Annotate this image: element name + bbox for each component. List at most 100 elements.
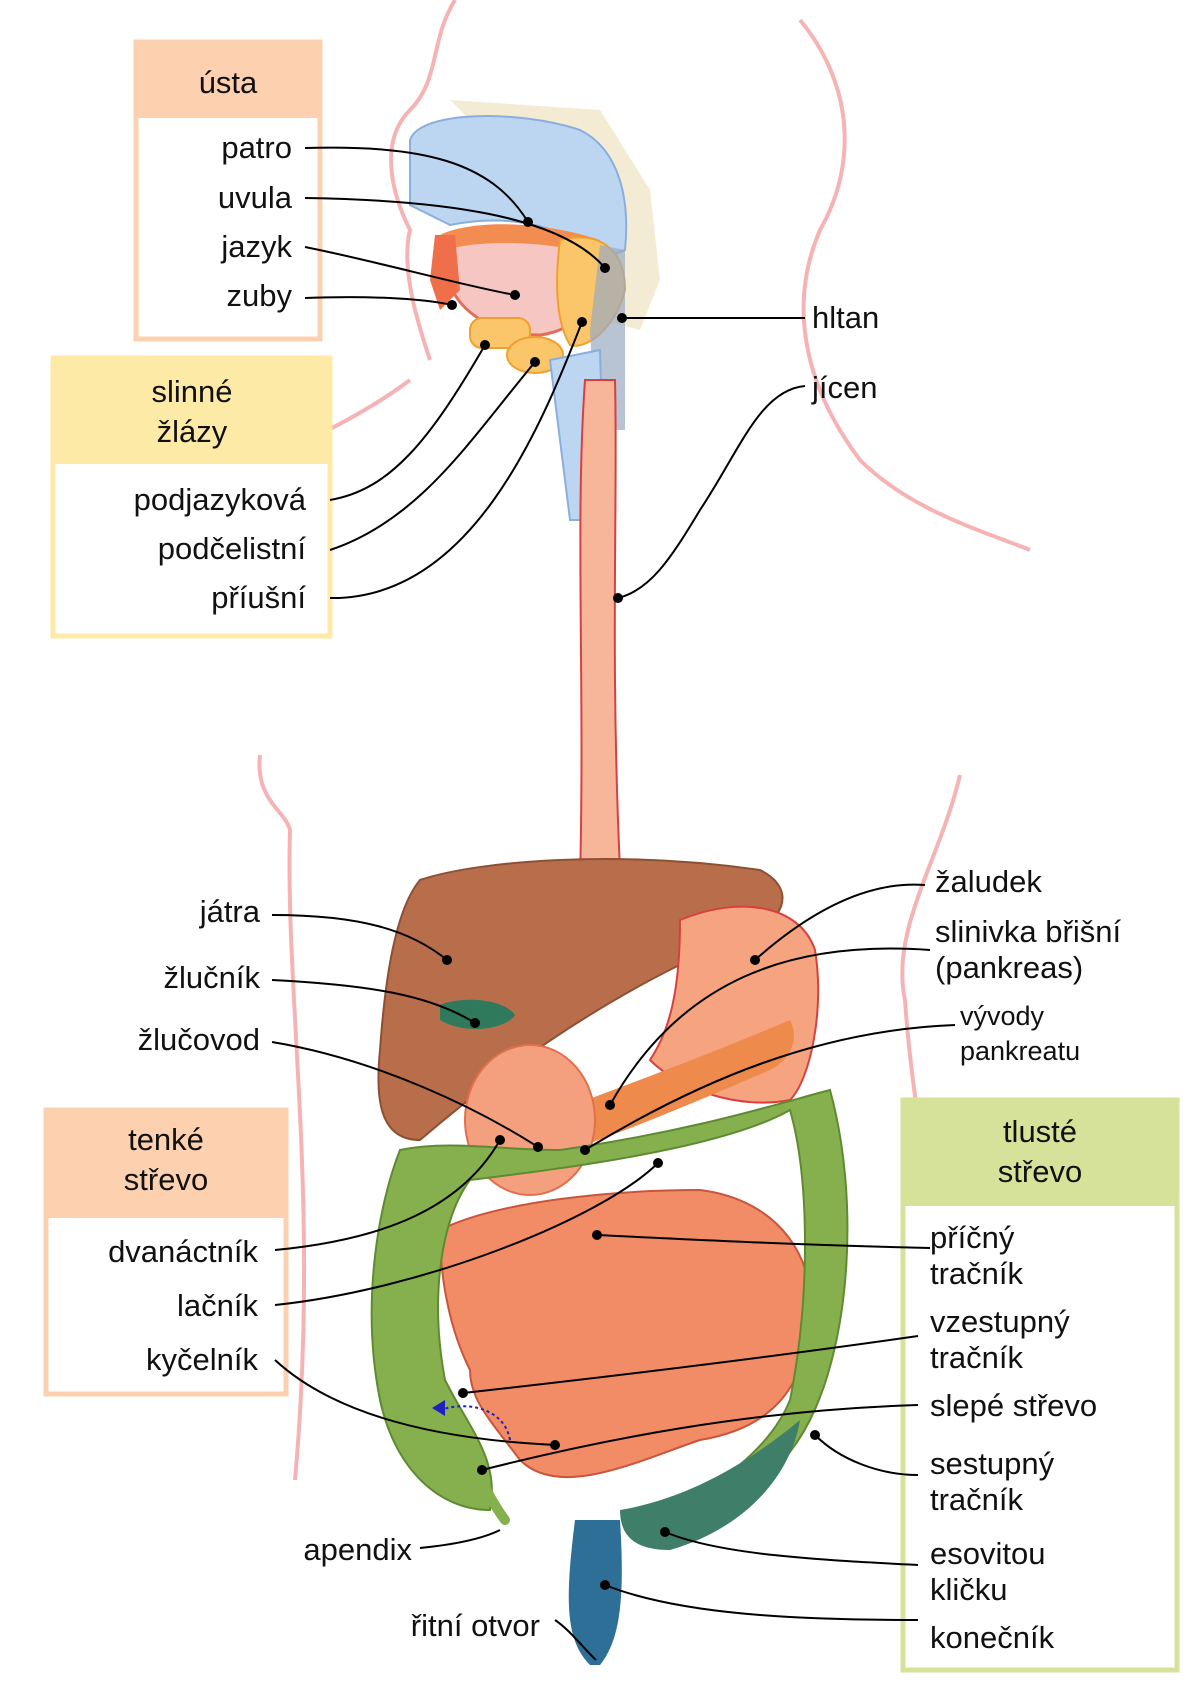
gallbladder xyxy=(440,999,515,1030)
group-title-line2: střevo xyxy=(124,1162,208,1197)
leader-jatra xyxy=(271,914,448,961)
submandibular-gland xyxy=(506,336,564,374)
group-usta: ústa xyxy=(133,39,323,342)
leader-dot-zaludek xyxy=(750,955,760,965)
esophagus xyxy=(578,379,622,882)
label-vyvody-2: pankreatu xyxy=(960,1036,1080,1066)
leader-uvula xyxy=(304,197,606,269)
label-konecnik: konečník xyxy=(930,1620,1055,1655)
label-pricny-2: tračník xyxy=(930,1256,1024,1291)
group-tenke: tenké střevo xyxy=(43,1107,289,1397)
label-vyvody-1: vývody xyxy=(960,1001,1045,1031)
label-esovitou-2: kličku xyxy=(930,1572,1008,1607)
label-jazyk: jazyk xyxy=(220,229,292,264)
leader-pricny xyxy=(596,1234,931,1249)
leader-dot-hltan xyxy=(617,313,627,323)
rectum xyxy=(568,1520,622,1665)
label-jicen: jícen xyxy=(811,370,877,405)
label-esovitou-1: esovitou xyxy=(930,1536,1045,1571)
group-title-line2: střevo xyxy=(998,1154,1082,1189)
label-uvula: uvula xyxy=(218,180,293,215)
label-sestupny-1: sestupný xyxy=(930,1446,1055,1481)
group-box-header xyxy=(136,42,320,118)
leader-dot-esovitou xyxy=(660,1527,670,1537)
label-sestupny-2: tračník xyxy=(930,1482,1024,1517)
leader-dot-slinivka xyxy=(605,1100,615,1110)
group-tluste: tlusté střevo xyxy=(900,1097,1180,1673)
leader-dot-podcelistni xyxy=(530,357,540,367)
group-title-line1: tenké xyxy=(128,1122,204,1157)
leader-dot-dvanactnik xyxy=(495,1135,505,1145)
label-slinivka-2: (pankreas) xyxy=(935,950,1083,985)
leader-dot-lacnik xyxy=(653,1158,663,1168)
leader-slepe xyxy=(481,1404,919,1471)
label-jatra: játra xyxy=(199,894,261,929)
leader-podjazykova xyxy=(329,344,486,501)
leader-dot-slepe xyxy=(477,1465,487,1475)
leader-dot-jicen xyxy=(613,593,623,603)
leader-dot-uvula xyxy=(600,263,610,273)
leader-dot-pricny xyxy=(592,1230,602,1240)
palate xyxy=(409,115,628,262)
leader-dot-zuby xyxy=(447,300,457,310)
group-box-header xyxy=(53,358,330,464)
leader-dot-vzestupny xyxy=(458,1388,468,1398)
label-zlucnik: žlučník xyxy=(164,960,261,995)
leader-lacnik xyxy=(274,1162,659,1306)
sigmoid-colon xyxy=(620,1420,800,1550)
label-kycelnik: kyčelník xyxy=(146,1342,258,1377)
appendix xyxy=(450,1415,510,1525)
upper-mouth-orange xyxy=(440,224,600,255)
group-title-line1: tlusté xyxy=(1003,1114,1077,1149)
leader-ritni xyxy=(554,1619,597,1661)
head-anatomy xyxy=(409,100,660,521)
leader-vyvody xyxy=(584,1024,956,1151)
leader-dot-podjazykova xyxy=(480,340,490,350)
ileocecal-arrow xyxy=(439,1405,511,1441)
leader-dot-jatra xyxy=(442,955,452,965)
label-zaludek: žaludek xyxy=(935,864,1042,899)
leader-dot-vyvody xyxy=(580,1145,590,1155)
group-title: ústa xyxy=(199,65,258,100)
leader-sestupny xyxy=(814,1434,919,1476)
label-hltan: hltan xyxy=(812,300,879,335)
leader-dot-zlucovod xyxy=(533,1142,543,1152)
leader-zuby xyxy=(304,296,453,306)
leader-dot-zlucnik xyxy=(470,1018,480,1028)
label-zuby: zuby xyxy=(227,278,293,313)
label-slinivka-1: slinivka břišní xyxy=(935,914,1121,949)
leader-dvanactnik xyxy=(274,1139,501,1251)
label-podcelistni: podčelistní xyxy=(158,531,307,566)
label-apendix: apendix xyxy=(303,1532,412,1567)
label-pricny-1: příčný xyxy=(930,1220,1015,1255)
small-intestine xyxy=(438,1188,813,1479)
label-slepe: slepé střevo xyxy=(930,1388,1097,1423)
label-ritni: řitní otvor xyxy=(411,1608,540,1643)
label-zlucovod: žlučovod xyxy=(138,1022,260,1057)
abdomen-anatomy xyxy=(370,858,849,1665)
label-dvanactnik: dvanáctník xyxy=(108,1234,258,1269)
group-box-header xyxy=(46,1110,286,1218)
leader-apendix xyxy=(419,1529,501,1549)
ileocecal-arrowhead xyxy=(432,1400,445,1416)
leader-esovitou xyxy=(664,1531,919,1566)
leader-priusni xyxy=(329,321,583,600)
leader-jazyk xyxy=(304,246,516,296)
group-title-line1: slinné xyxy=(152,374,233,409)
label-priusni: příušní xyxy=(211,580,306,615)
leader-kycelnik xyxy=(274,1359,556,1446)
label-vzestupny-1: vzestupný xyxy=(930,1304,1070,1339)
group-title-line2: žlázy xyxy=(157,414,228,449)
group-slinne: slinné žlázy xyxy=(50,355,333,639)
leader-konecnik xyxy=(604,1584,919,1621)
pancreas xyxy=(560,1020,794,1150)
leader-slinivka xyxy=(609,947,931,1106)
group-box-header xyxy=(903,1100,1177,1206)
leader-dot-konecnik xyxy=(600,1580,610,1590)
leader-dot-jazyk xyxy=(510,290,520,300)
label-patro: patro xyxy=(221,130,292,165)
leader-zlucovod xyxy=(271,1041,539,1148)
leader-jicen xyxy=(617,385,806,599)
labels: patro uvula jazyk zuby podjazyková podče… xyxy=(108,130,1121,1655)
